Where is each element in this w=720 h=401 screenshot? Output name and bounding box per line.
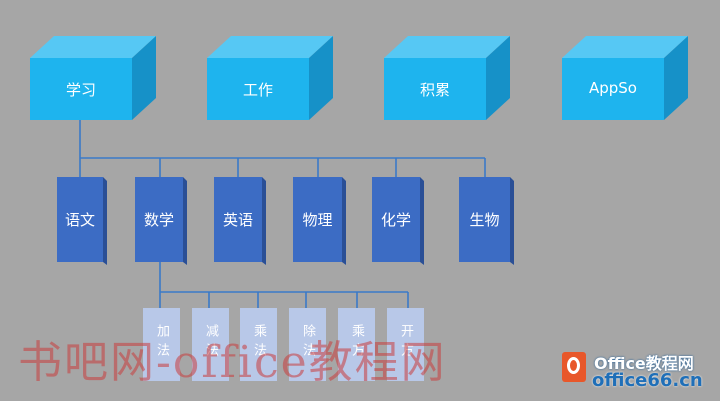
logo-title: Office教程网 [594, 354, 694, 373]
leaf-label-root: 开方 [398, 324, 413, 362]
leaf-label-divide: 除法 [300, 324, 315, 362]
subject-label-math: 数学 [143, 211, 174, 229]
cube-label-work: 工作 [242, 81, 273, 99]
subject-label-physics: 物理 [302, 211, 333, 229]
watermark-text: 书吧网-office教程网 [18, 337, 447, 388]
office-logo-icon [562, 352, 586, 382]
cube-accumulate [384, 36, 510, 120]
subject-label-biology: 生物 [469, 211, 500, 229]
subject-label-english: 英语 [222, 211, 253, 229]
cube-label-appso: AppSo [588, 79, 637, 97]
mid-boxes [57, 177, 514, 265]
cube-study [30, 36, 156, 120]
connector-lines [79, 120, 486, 308]
cube-label-study: 学习 [65, 81, 96, 99]
leaf-label-power: 乘方 [349, 324, 364, 362]
cube-work [207, 36, 333, 120]
logo-url: office66.cn [592, 370, 703, 391]
office-logo: Office教程网 office66.cn [554, 346, 714, 398]
leaf-label-add: 加法 [154, 324, 169, 362]
leaf-boxes [143, 308, 424, 381]
leaf-label-multiply: 乘法 [251, 324, 266, 362]
subject-label-chinese: 语文 [64, 211, 95, 229]
cube-appso [562, 36, 688, 120]
leaf-label-subtract: 减法 [203, 324, 218, 362]
cube-label-accumulate: 积累 [419, 81, 450, 99]
subject-label-chemistry: 化学 [380, 211, 411, 229]
